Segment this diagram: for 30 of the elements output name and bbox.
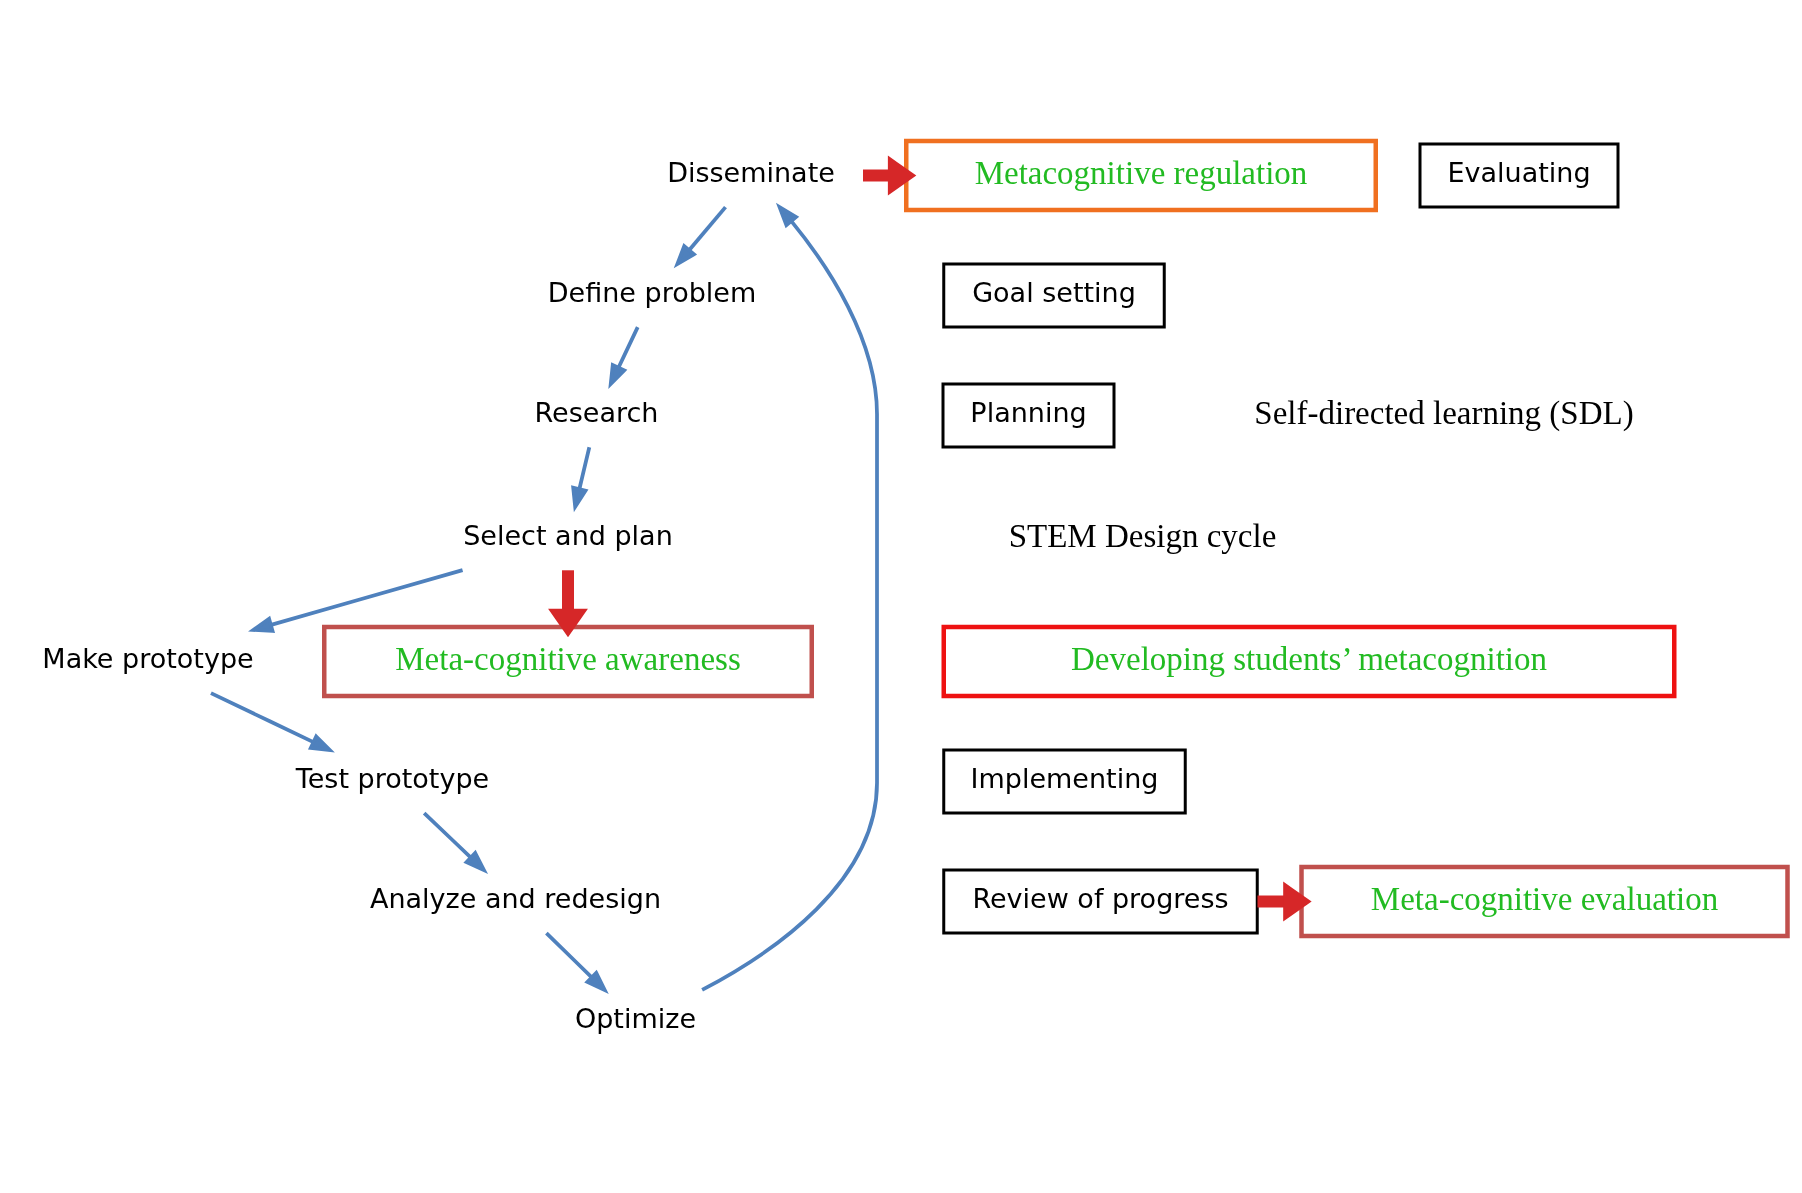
node-text: Define problem <box>547 276 757 308</box>
arrow <box>548 569 588 637</box>
arrow <box>422 811 489 874</box>
node-box: Meta-cognitive awareness <box>322 624 814 698</box>
node-text: Make prototype <box>42 642 254 674</box>
node-box: Meta-cognitive evaluation <box>1299 864 1790 938</box>
arrow <box>571 446 592 512</box>
arrow <box>545 931 609 994</box>
arrow <box>862 155 917 195</box>
node-text: Analyze and redesign <box>369 882 662 914</box>
node-box: Evaluating <box>1418 142 1620 208</box>
node-text: Disseminate <box>667 156 835 188</box>
node-box: Goal setting <box>942 262 1166 328</box>
arrow <box>1257 881 1312 921</box>
node-text: Select and plan <box>463 519 673 551</box>
node-box: Implementing <box>942 748 1187 814</box>
arrow <box>673 205 727 268</box>
node-text: Research <box>534 396 659 428</box>
node-text: Test prototype <box>295 762 490 794</box>
node-box: Review of progress <box>942 868 1259 934</box>
arrow <box>210 690 335 752</box>
node-box: Metacognitive regulation <box>904 138 1378 212</box>
node-box: Planning <box>941 382 1116 448</box>
label: Self-directed learning (SDL) <box>1254 394 1634 431</box>
arrow <box>608 325 640 389</box>
label: STEM Design cycle <box>1008 517 1277 554</box>
node-text: Optimize <box>574 1002 697 1034</box>
arrow <box>701 202 879 992</box>
arrow <box>248 567 464 633</box>
node-box: Developing students’ metacognition <box>941 624 1677 698</box>
